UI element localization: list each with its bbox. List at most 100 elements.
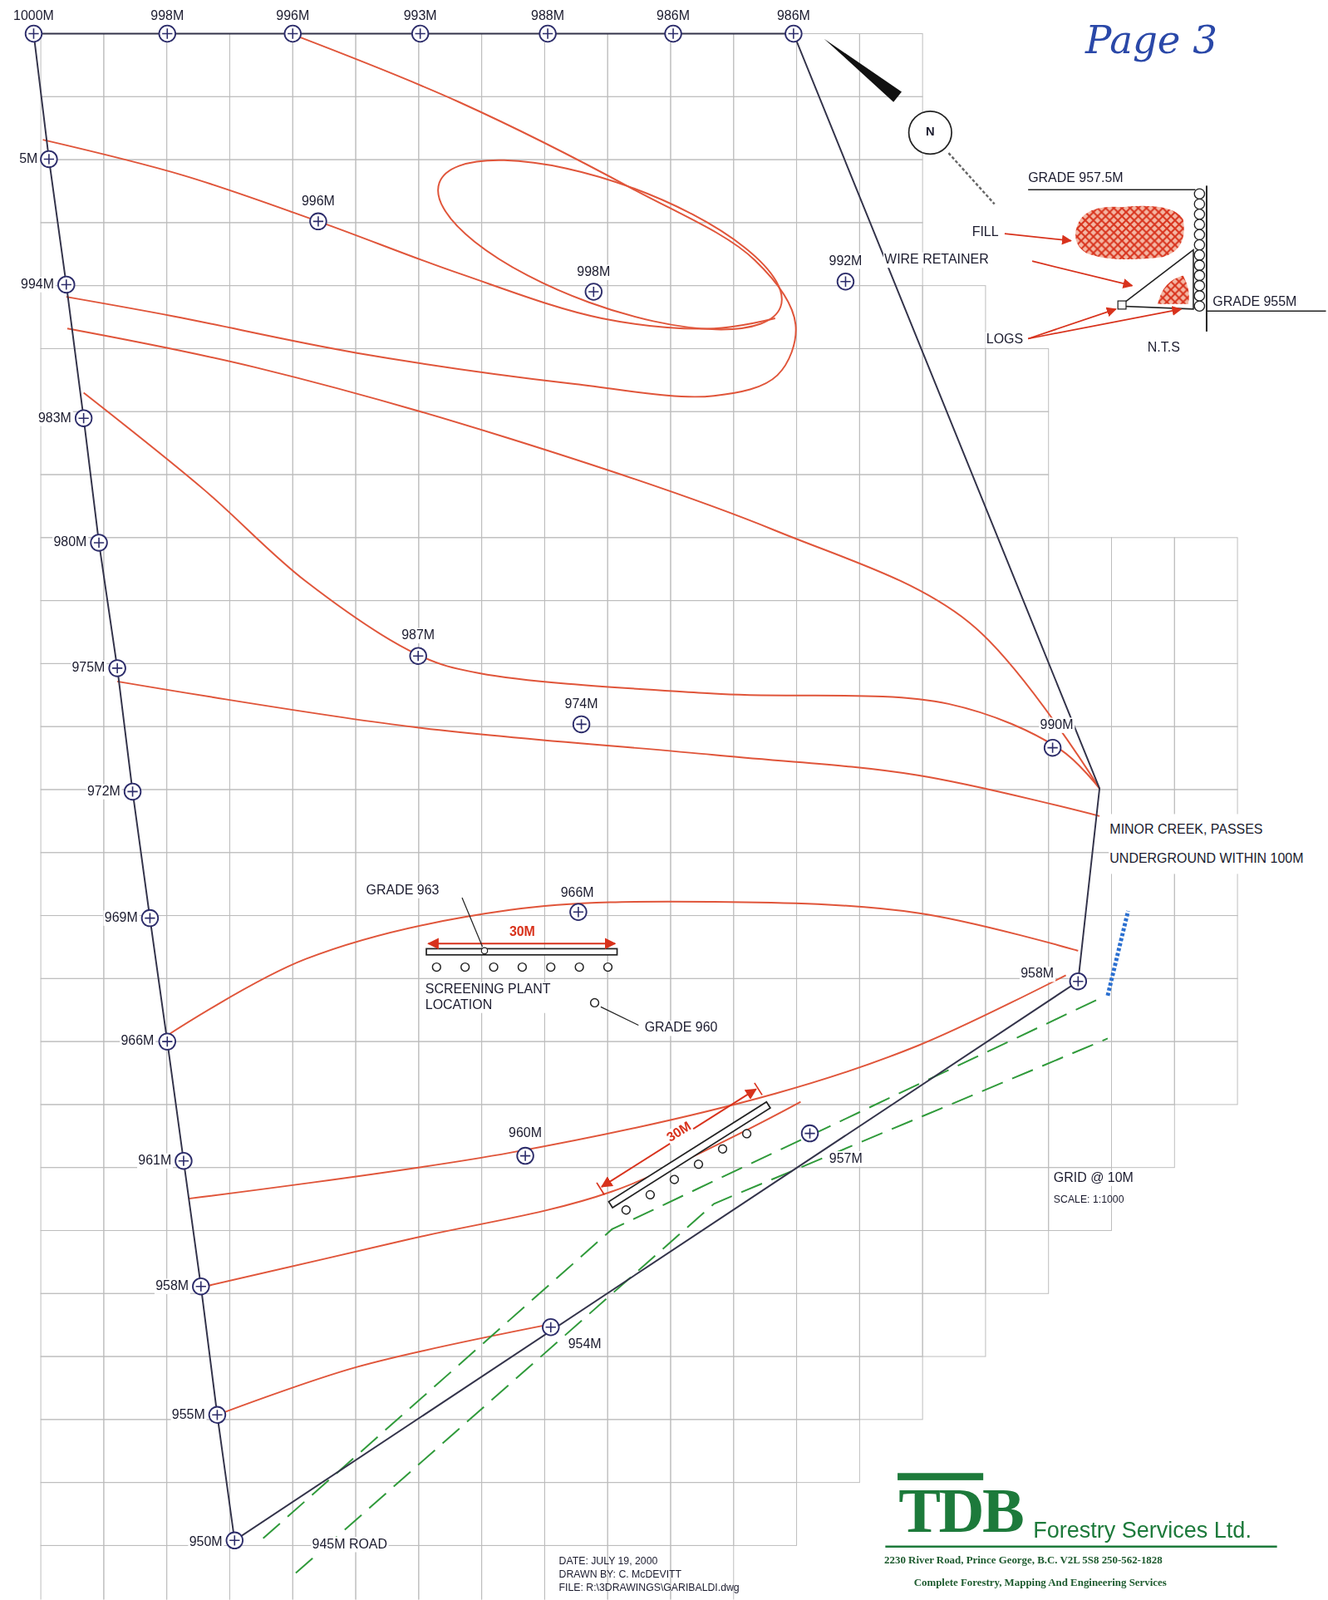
grid-cell — [1111, 600, 1175, 664]
grid-cell — [859, 600, 923, 664]
grid-cell — [40, 1041, 104, 1105]
grid-cell — [607, 348, 671, 412]
grid-cell — [544, 789, 608, 853]
contour-line — [43, 139, 776, 329]
grid-cell — [796, 726, 861, 790]
grid-cell — [985, 411, 1049, 475]
elevation-label: 990M — [1038, 717, 1074, 733]
grid-cell — [418, 1482, 483, 1546]
grid-cell — [418, 1544, 483, 1599]
grid-cell — [229, 1104, 293, 1168]
grid-cell — [40, 1356, 104, 1420]
grid-cell — [670, 915, 734, 979]
grid-cell — [859, 852, 923, 916]
grid-cell — [607, 1356, 671, 1420]
grid-cell — [292, 663, 356, 727]
grid-cell — [482, 411, 546, 475]
grid-cell — [482, 600, 546, 664]
callout-label: WIRE RETAINER — [883, 252, 990, 268]
grid-cell — [796, 915, 861, 979]
survey-point — [175, 1152, 192, 1170]
grid-cell — [922, 1167, 986, 1231]
grid-cell — [418, 915, 483, 979]
grid-cell — [418, 1229, 483, 1294]
grid-cell — [103, 1419, 168, 1483]
grid-cell — [733, 1167, 797, 1231]
survey-point — [124, 783, 142, 801]
grid-cell — [292, 537, 356, 601]
grid-cell — [796, 1293, 861, 1357]
grid-cell — [670, 789, 734, 853]
grid-cell — [985, 1041, 1049, 1105]
grid-cell — [607, 1104, 671, 1168]
grid-cell — [292, 726, 356, 790]
survey-point — [40, 151, 58, 168]
grid-cell — [859, 663, 923, 727]
survey-point — [539, 25, 556, 43]
grid-cell — [670, 1229, 734, 1294]
grid-cell — [355, 537, 419, 601]
elevation-label: 5M — [18, 151, 40, 167]
grid-cell — [1174, 663, 1238, 727]
grid-cell — [355, 1293, 419, 1357]
grid-cell — [544, 1356, 608, 1420]
survey-point — [516, 1147, 534, 1165]
grid-cell — [796, 1041, 861, 1105]
elevation-label: 960M — [507, 1125, 543, 1141]
grid-cell — [670, 852, 734, 916]
grid-cell — [103, 1482, 168, 1546]
survey-point — [801, 1125, 819, 1142]
grid-cell — [607, 852, 671, 916]
grid-cell — [292, 1041, 356, 1105]
grid-cell — [40, 1104, 104, 1168]
grid-cell — [482, 1167, 546, 1231]
elevation-label: 986M — [655, 8, 691, 24]
grid-cell — [40, 726, 104, 790]
contour-line — [188, 974, 1067, 1199]
grid-cell — [985, 1104, 1049, 1168]
company-logo — [885, 1472, 1277, 1546]
grid-cell — [607, 474, 671, 538]
elevation-label: 974M — [563, 697, 599, 713]
grid-cell — [418, 474, 483, 538]
grid-cell — [607, 726, 671, 790]
grid-cell — [670, 96, 734, 160]
logo-text: TDB — [897, 1479, 1024, 1543]
grid-cell — [418, 1356, 483, 1420]
survey-point — [1044, 739, 1062, 757]
grid-cell — [355, 915, 419, 979]
grid-cell — [229, 600, 293, 664]
grid-cell — [733, 1482, 797, 1546]
grid-cell — [859, 726, 923, 790]
grid-cell — [482, 348, 546, 412]
grid-cell — [355, 159, 419, 223]
grid-cell — [418, 726, 483, 790]
grid-cell — [103, 348, 168, 412]
grid-cell — [229, 474, 293, 538]
grid-cell — [229, 1419, 293, 1483]
road — [263, 997, 1108, 1573]
elevation-label: 972M — [86, 783, 122, 799]
grid-cell — [859, 537, 923, 601]
grid-cell — [985, 474, 1049, 538]
grid-cell — [103, 852, 168, 916]
grid-cell — [733, 600, 797, 664]
grid-cell — [859, 348, 923, 412]
grid-cell — [607, 600, 671, 664]
survey-points — [25, 25, 1087, 1549]
grid-cell — [922, 663, 986, 727]
callout-label: FILL — [970, 225, 999, 241]
contour-line — [201, 1101, 802, 1288]
title-block-text: FILE: R:\3DRAWINGS\GARIBALDI.dwg — [557, 1581, 741, 1594]
grid-cell — [482, 1356, 546, 1420]
grid-cell — [733, 348, 797, 412]
grid-cell — [796, 978, 861, 1042]
grid-cell — [167, 852, 231, 916]
grid-cell — [922, 852, 986, 916]
grid-cell — [544, 159, 608, 223]
grid-cell — [544, 411, 608, 475]
grid-cell — [103, 1041, 168, 1105]
grid-cell — [292, 1229, 356, 1294]
grid-cell — [229, 789, 293, 853]
